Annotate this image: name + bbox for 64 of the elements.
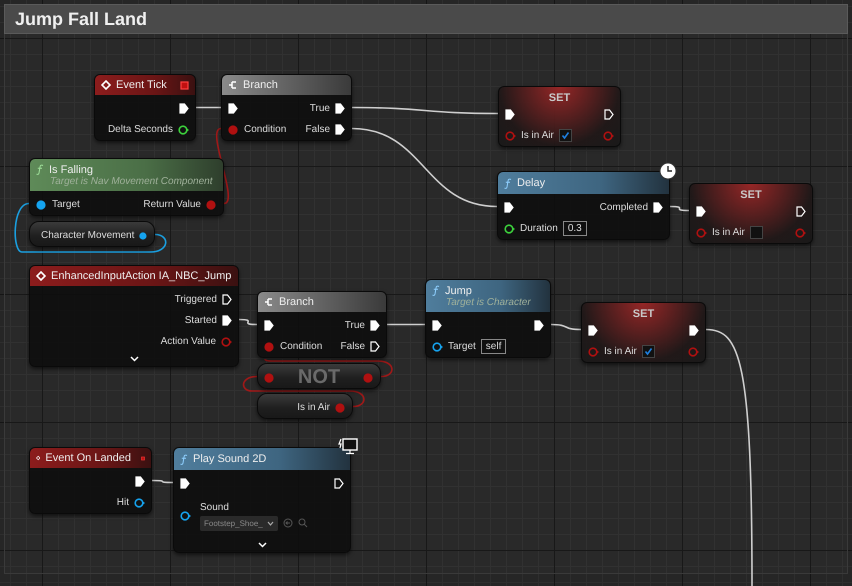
wire [152, 480, 173, 484]
node-title: EnhancedInputAction IA_NBC_Jump [51, 270, 232, 282]
wire [387, 324, 425, 326]
operator-label: NOT [296, 366, 342, 389]
pin-label: Is in Air [297, 402, 330, 413]
pin-label: Character Movement [41, 230, 134, 241]
event-node [94, 74, 196, 141]
node-title: Play Sound 2D [193, 453, 266, 465]
node-title: Is Falling [49, 164, 94, 176]
variable-getter-node [257, 393, 353, 419]
set-variable-node [581, 302, 706, 363]
wire [706, 328, 753, 586]
branch-node [221, 74, 352, 141]
pin-label: Action Value [160, 336, 216, 347]
set-variable-node [498, 86, 621, 147]
pin-label: True [344, 320, 365, 331]
pin-label: Triggered [174, 294, 217, 305]
wire [550, 324, 582, 330]
wire [196, 106, 221, 108]
wire [352, 128, 498, 208]
pin-label: False [306, 124, 330, 135]
variable-getter-node [29, 221, 155, 247]
pin-label: Delta Seconds [108, 124, 173, 135]
graph-title: Jump Fall Land [15, 8, 148, 30]
node-subtitle: Target is Nav Movement Component [50, 176, 214, 186]
pin-label: Completed [600, 202, 648, 213]
pin-label: Return Value [143, 199, 201, 210]
value-field: self [480, 339, 506, 354]
set-variable-node [689, 183, 813, 244]
pin-label: Condition [280, 341, 322, 352]
branch-node [257, 291, 387, 358]
wire [670, 206, 690, 212]
wire [14, 202, 166, 253]
pin-label: Target [448, 341, 476, 352]
pin-label: Is in Air [521, 130, 554, 141]
event-node [29, 447, 152, 514]
pin-label: False [340, 341, 365, 352]
pin-label: Condition [244, 124, 286, 135]
node-title: SET [740, 189, 762, 201]
pin-label: Started [184, 315, 217, 326]
node-title: SET [632, 308, 654, 320]
value-field: 0.3 [562, 221, 587, 236]
pin-label: Target [52, 199, 80, 210]
operator-node [257, 363, 381, 389]
pin-label: Hit [116, 497, 129, 508]
pin-label: True [310, 103, 330, 114]
pin-label: Is in Air [712, 227, 745, 238]
function-node [425, 279, 551, 358]
event-node [29, 265, 239, 367]
function-node [29, 158, 224, 216]
node-title: SET [548, 92, 570, 104]
node-title: Delay [517, 177, 546, 189]
node-title: Event Tick [116, 79, 167, 91]
node-title: Jump [445, 284, 472, 296]
node-title: Event On Landed [45, 452, 132, 464]
pin-label: Duration [520, 223, 558, 234]
wire [352, 106, 498, 114]
node-title: Branch [243, 79, 278, 91]
asset-dropdown: Footstep_Shoe_ [200, 516, 278, 530]
node-title: Branch [279, 296, 314, 308]
node-subtitle: Target is Character [446, 296, 532, 308]
pin-label: Is in Air [604, 346, 637, 357]
wire [238, 318, 258, 326]
pin-label: Sound [200, 502, 230, 512]
